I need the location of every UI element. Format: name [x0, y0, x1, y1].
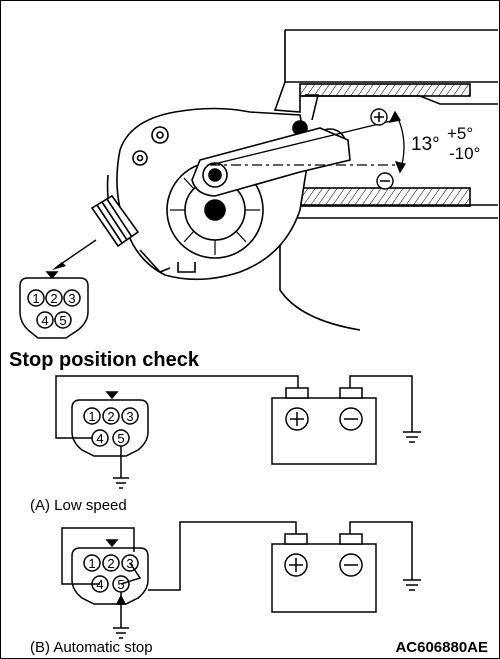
crank-arm: [191, 127, 351, 197]
wiper-motor-illustration: [90, 29, 498, 331]
pin-5-label: 5: [59, 313, 66, 328]
pin-1-label: 1: [32, 291, 39, 306]
pin-4-label-a: 4: [96, 431, 103, 446]
circuit-b: [61, 521, 421, 639]
mounting-boss: [151, 126, 169, 144]
pin-2-label-a: 2: [107, 409, 114, 424]
pin-4-label-b: 4: [96, 577, 103, 592]
leader-line: [57, 239, 97, 267]
pin-4-label: 4: [41, 313, 48, 328]
pin-1-label-b: 1: [88, 556, 95, 571]
figure-id: AC606880AE: [395, 639, 488, 656]
battery-b: [271, 543, 377, 613]
pin-3-label-a: 3: [126, 409, 133, 424]
motor-connector: [90, 194, 140, 248]
wire-a-to-ground: [349, 375, 413, 432]
angle-plus-tolerance: +5°: [447, 124, 473, 143]
wire-b-pin3-pin5: [120, 562, 142, 585]
pin-5-label-b: 5: [117, 577, 124, 592]
body-panel: [273, 29, 498, 113]
section-title: Stop position check: [9, 349, 200, 371]
pin-2-label: 2: [50, 291, 57, 306]
hatched-section-upper: [299, 83, 471, 97]
pin-1-label-a: 1: [88, 409, 95, 424]
angle-main: 13°: [411, 134, 440, 155]
battery-a: [271, 397, 377, 465]
lower-panel: [279, 204, 498, 331]
wire-b-to-positive: [148, 521, 297, 591]
pin-5-label-a: 5: [117, 431, 124, 446]
circuit-b-label: (B) Automatic stop: [30, 639, 153, 656]
pin-2-label-b: 2: [107, 556, 114, 571]
angle-reference: [209, 110, 407, 174]
wire-b-to-ground: [349, 521, 413, 580]
pin-3-label-b: 3: [126, 556, 133, 571]
circuit-a-label: (A) Low speed: [30, 497, 127, 514]
connector-face-top: [19, 271, 89, 339]
wire-b-pin4-pin3: [61, 527, 135, 585]
angle-labels: 13° +5° -10°: [370, 108, 480, 190]
angle-minus-tolerance: -10°: [449, 144, 480, 163]
hatched-section-lower: [289, 187, 471, 207]
wire-a-to-positive: [55, 375, 299, 439]
pin-3-label: 3: [68, 291, 75, 306]
circuit-a: [55, 375, 421, 489]
